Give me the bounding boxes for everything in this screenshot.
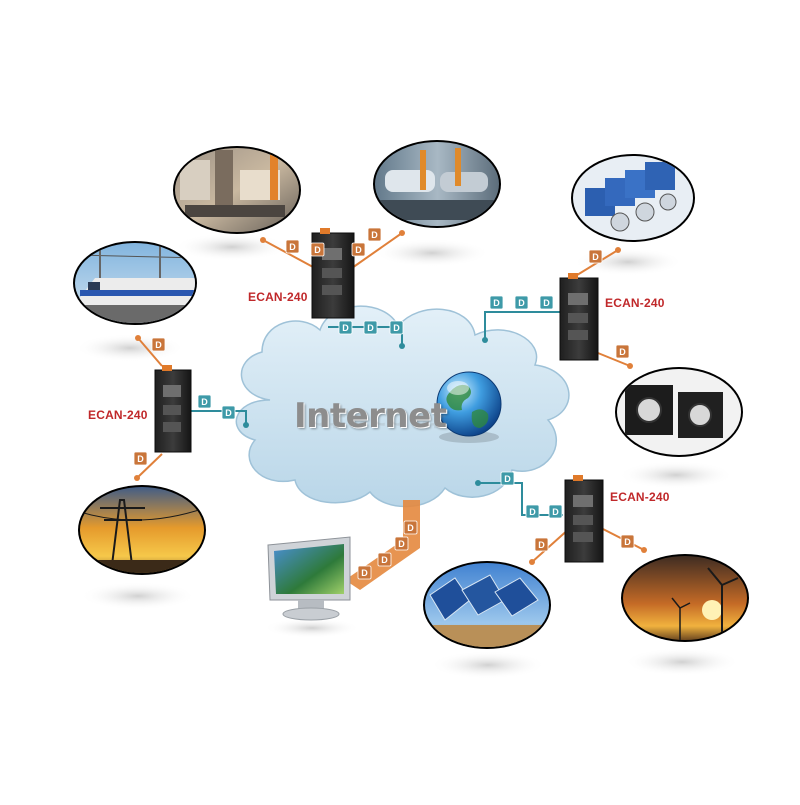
internet-label: Internet <box>294 396 447 436</box>
can-d-badge-3: D <box>351 242 366 257</box>
can-d-badge-8: D <box>615 344 630 359</box>
ethernet-d-badge-3: D <box>389 320 404 335</box>
globe-icon <box>436 371 502 443</box>
can-d-badge-label: D <box>592 252 599 262</box>
device-label-left: ECAN-240 <box>88 408 148 422</box>
ethernet-d-badge-label: D <box>493 298 500 308</box>
ethernet-d-badge-2: D <box>363 320 378 335</box>
can-d-badge-9: D <box>534 537 549 552</box>
can-d-badge-4: D <box>367 227 382 242</box>
can-link-nodes <box>134 230 647 565</box>
ethernet-d-badge-9: D <box>500 471 515 486</box>
device-label-top: ECAN-240 <box>248 290 308 304</box>
ethernet-d-badge-4: D <box>197 394 212 409</box>
can-d-badge-13: D <box>377 552 392 567</box>
can-d-badge-label: D <box>289 242 296 252</box>
computer-monitor-icon <box>267 536 351 621</box>
ethernet-d-badge-11: D <box>548 504 563 519</box>
can-d-badge-label: D <box>381 555 388 565</box>
can-d-badge-14: D <box>357 565 372 580</box>
internet-cloud <box>235 305 570 508</box>
internet-label-reflection: Internet <box>294 410 447 432</box>
ethernet-data-badges: D D D D D D D D D D D <box>197 295 563 519</box>
can-d-badge-1: D <box>285 239 300 254</box>
ethernet-d-badge-8: D <box>539 295 554 310</box>
can-d-badge-label: D <box>361 568 368 578</box>
wind-turbines-sunset-photo <box>621 554 749 642</box>
ethernet-d-badge-label: D <box>543 298 550 308</box>
ethernet-d-badge-5: D <box>221 405 236 420</box>
servo-motors-photo <box>571 154 695 242</box>
ethernet-d-badge-label: D <box>504 474 511 484</box>
photo-shadows <box>75 233 740 679</box>
can-d-badge-label: D <box>538 540 545 550</box>
can-d-badge-5: D <box>151 337 166 352</box>
ecan-device-top <box>311 228 355 319</box>
ethernet-d-badge-1: D <box>338 320 353 335</box>
ethernet-d-badge-label: D <box>529 507 536 517</box>
can-d-badge-label: D <box>398 539 405 549</box>
solar-panels-photo <box>423 561 551 649</box>
ethernet-d-badge-label: D <box>342 323 349 333</box>
can-d-badge-12: D <box>403 520 418 535</box>
monitor-link <box>345 500 420 590</box>
can-d-badge-7: D <box>588 249 603 264</box>
car-factory-robots-photo <box>373 140 501 228</box>
can-d-badge-label: D <box>314 245 321 255</box>
ecan-device-left <box>154 365 192 453</box>
ethernet-d-badge-label: D <box>552 507 559 517</box>
can-d-badge-label: D <box>407 523 414 533</box>
ethernet-d-badge-10: D <box>525 504 540 519</box>
can-d-badge-2: D <box>310 242 325 257</box>
ethernet-d-badge-label: D <box>225 408 232 418</box>
can-d-badge-10: D <box>620 534 635 549</box>
ethernet-link-nodes <box>243 337 488 486</box>
can-d-badge-label: D <box>371 230 378 240</box>
ecan-device-bottom-right <box>564 475 604 563</box>
stepper-motors-photo <box>615 367 743 457</box>
device-label-bottom-right: ECAN-240 <box>610 490 670 504</box>
ethernet-d-badge-6: D <box>489 295 504 310</box>
device-label-right: ECAN-240 <box>605 296 665 310</box>
can-d-badge-6: D <box>133 451 148 466</box>
ethernet-d-badge-label: D <box>393 323 400 333</box>
can-d-badge-label: D <box>155 340 162 350</box>
train-photo <box>73 241 197 325</box>
can-d-badge-11: D <box>394 536 409 551</box>
factory-assembly-line-photo <box>173 146 301 234</box>
ethernet-d-badge-label: D <box>201 397 208 407</box>
power-transmission-tower-sunset-photo <box>78 485 206 575</box>
can-d-badge-label: D <box>355 245 362 255</box>
can-d-badge-label: D <box>624 537 631 547</box>
ecan-device-right <box>559 273 599 361</box>
ethernet-d-badge-7: D <box>514 295 529 310</box>
ethernet-d-badge-label: D <box>518 298 525 308</box>
ethernet-d-badge-label: D <box>367 323 374 333</box>
can-d-badge-label: D <box>619 347 626 357</box>
can-d-badge-label: D <box>137 454 144 464</box>
